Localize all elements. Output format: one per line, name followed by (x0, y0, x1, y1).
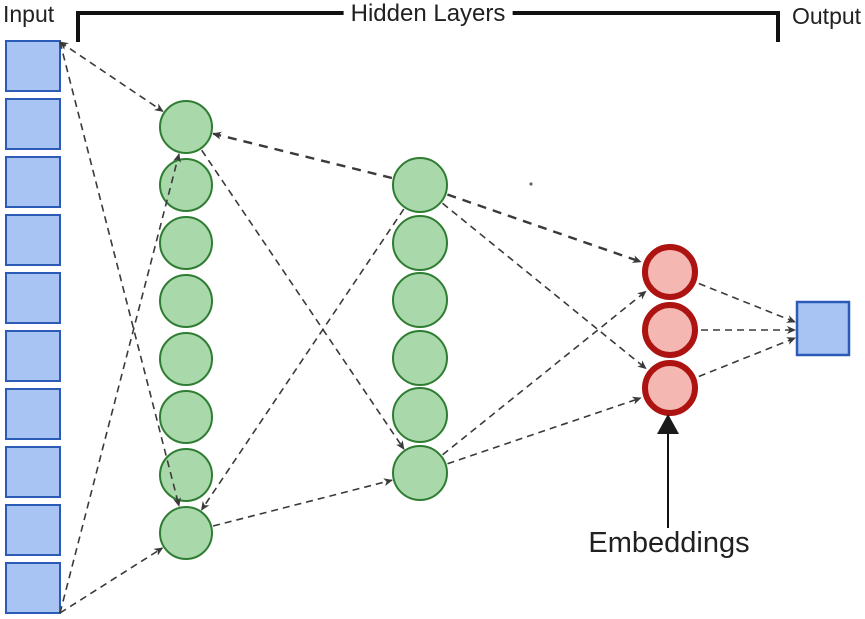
connection-line (447, 396, 642, 465)
connection-line (212, 478, 393, 527)
input-node (5, 40, 61, 92)
input-node (5, 98, 61, 150)
connection-line (200, 208, 405, 511)
input-node (5, 272, 61, 324)
embedding-node (642, 360, 698, 416)
hidden-layers-label: Hidden Layers (343, 1, 513, 27)
embeddings-arrow (657, 414, 679, 528)
connection-line (59, 547, 164, 614)
hidden2-node (392, 330, 448, 386)
connection-line (201, 149, 405, 450)
hidden1-node (159, 332, 213, 386)
hidden2-node (392, 272, 448, 328)
hidden1-node (159, 100, 213, 154)
input-label: Input (3, 1, 55, 27)
connection-line (59, 153, 181, 614)
connection-line (441, 202, 647, 370)
embedding-node (642, 244, 698, 300)
hidden2-node (392, 215, 448, 271)
hidden2-node (392, 387, 448, 443)
speck-mark (529, 182, 533, 186)
connection-line (442, 290, 647, 456)
hidden2-node (392, 157, 448, 213)
hidden1-node (159, 158, 213, 212)
connection-line (59, 41, 164, 112)
hidden1-node (159, 274, 213, 328)
input-node (5, 156, 61, 208)
connection-line (447, 193, 642, 263)
connection-line (59, 41, 181, 507)
input-node (5, 330, 61, 382)
input-node (5, 504, 61, 556)
hidden1-node (159, 448, 213, 502)
hidden2-node (392, 445, 448, 501)
output-node (795, 300, 851, 357)
embeddings-label: Embeddings (588, 527, 750, 559)
connections-layer (59, 41, 796, 614)
embedding-node (642, 302, 698, 358)
connection-line (698, 337, 796, 378)
connection-line (698, 282, 796, 323)
input-node (5, 388, 61, 440)
hidden1-node (159, 506, 213, 560)
hidden1-node (159, 216, 213, 270)
input-node (5, 214, 61, 266)
output-label: Output (792, 3, 862, 29)
connection-line (212, 131, 393, 180)
input-node (5, 562, 61, 614)
nodes-layer (5, 40, 851, 614)
input-node (5, 446, 61, 498)
hidden1-node (159, 390, 213, 444)
embeddings-arrowhead-icon (657, 414, 679, 434)
